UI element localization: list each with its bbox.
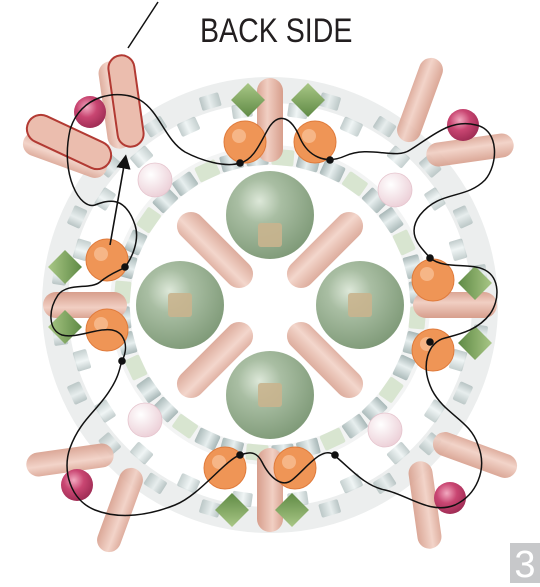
thread-knot (121, 263, 129, 271)
seed-bead (168, 293, 192, 317)
seed-bead (348, 293, 372, 317)
thread-knot (326, 156, 334, 164)
bead-highlight (94, 317, 108, 331)
small-pink-pearl (128, 403, 162, 437)
orange-faceted-bead (86, 239, 128, 281)
thread-knot (118, 357, 126, 365)
bead-highlight (302, 129, 316, 143)
bugle-bead (94, 465, 147, 556)
bead-highlight (94, 247, 108, 261)
magenta-pearl (434, 482, 466, 514)
thread-knot (236, 159, 244, 167)
diagram-title: BACK SIDE (200, 12, 352, 51)
orange-faceted-bead (412, 329, 454, 371)
small-pink-pearl (378, 173, 412, 207)
thread-knot (331, 451, 339, 459)
bead-highlight (282, 455, 296, 469)
small-pink-pearl (368, 413, 402, 447)
bead-highlight (232, 129, 246, 143)
step-number-badge: 3 (510, 543, 540, 583)
seed-bead (258, 383, 282, 407)
orange-faceted-bead (224, 121, 266, 163)
thread-knot (236, 451, 244, 459)
small-pink-pearl (138, 163, 172, 197)
thread-knot (426, 254, 434, 262)
seed-bead (258, 223, 282, 247)
thread-knot (426, 338, 434, 346)
label-leader-line (128, 2, 158, 48)
bead-highlight (420, 267, 434, 281)
